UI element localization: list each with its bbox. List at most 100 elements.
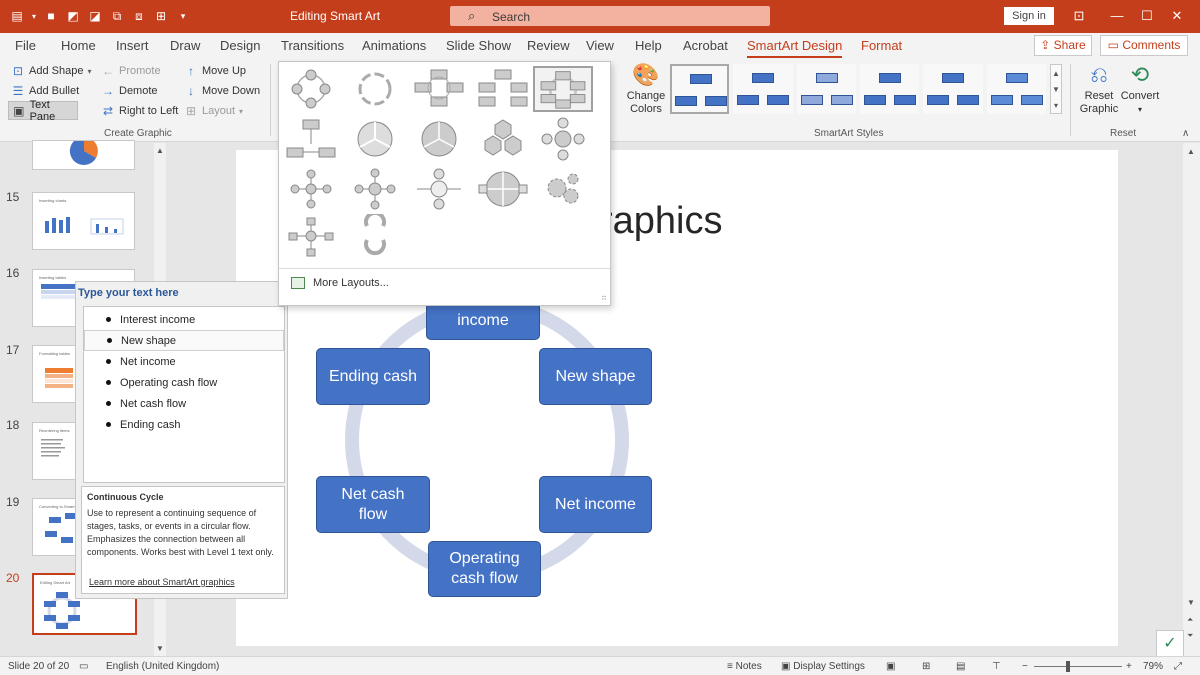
slide-title[interactable]: raphics bbox=[600, 200, 723, 242]
style-option[interactable] bbox=[923, 64, 983, 114]
smartart-node-top[interactable]: income bbox=[426, 302, 540, 340]
text-pane-list[interactable]: Interest income New shape Net income Ope… bbox=[83, 306, 285, 483]
text-pane-button[interactable]: ▣ Text Pane bbox=[8, 99, 78, 123]
chevron-up-icon[interactable]: ▲ bbox=[1052, 68, 1060, 78]
tab-view[interactable]: View bbox=[586, 38, 614, 53]
scroll-down-icon[interactable]: ▼ bbox=[156, 644, 164, 653]
tab-format[interactable]: Format bbox=[861, 38, 903, 53]
zoom-out-icon[interactable]: − bbox=[1022, 661, 1028, 672]
promote-button[interactable]: ← Promote bbox=[101, 64, 161, 78]
search-box[interactable]: ⌕ Search bbox=[450, 6, 770, 26]
style-option[interactable] bbox=[986, 64, 1046, 114]
text-pane-item[interactable]: Net income bbox=[84, 351, 284, 372]
tab-draw[interactable]: Draw bbox=[170, 38, 201, 53]
tab-insert[interactable]: Insert bbox=[116, 38, 149, 53]
smartart-node-operating-cash-flow[interactable]: Operating cash flow bbox=[428, 541, 541, 597]
change-colors-button[interactable]: 🎨 Change Colors bbox=[624, 62, 668, 116]
share-button[interactable]: ⇪ Share bbox=[1034, 35, 1092, 56]
zoom-slider-thumb[interactable] bbox=[1066, 661, 1070, 672]
customize-qat-icon[interactable]: ▾ bbox=[180, 10, 186, 21]
layout-option[interactable] bbox=[409, 166, 469, 212]
notes-button[interactable]: ≡ Notes bbox=[727, 661, 762, 672]
smartart-node-ending-cash[interactable]: Ending cash bbox=[316, 348, 430, 405]
layout-option[interactable] bbox=[281, 166, 341, 212]
right-to-left-button[interactable]: ⇄ Right to Left bbox=[101, 104, 178, 118]
smartart-node-net-cash-flow[interactable]: Net cash flow bbox=[316, 476, 430, 533]
zoom-in-icon[interactable]: + bbox=[1126, 661, 1132, 672]
layout-option[interactable] bbox=[281, 66, 341, 112]
ungroup-icon[interactable]: ⧈ bbox=[135, 8, 143, 23]
smartart-node-new-shape[interactable]: New shape bbox=[539, 348, 652, 405]
send-backward-icon[interactable]: ◪ bbox=[89, 9, 101, 23]
chevron-down-icon[interactable]: ▼ bbox=[1052, 84, 1060, 94]
tab-file[interactable]: File bbox=[15, 38, 36, 53]
text-pane-item[interactable]: Ending cash bbox=[84, 414, 284, 435]
layout-option[interactable] bbox=[281, 214, 341, 260]
shape-fill-icon[interactable]: ■ bbox=[47, 9, 55, 23]
layout-option[interactable] bbox=[533, 116, 593, 162]
text-pane-item-selected[interactable]: New shape bbox=[84, 330, 284, 351]
layout-option[interactable] bbox=[473, 116, 533, 162]
close-icon[interactable]: ✕ bbox=[1171, 8, 1183, 23]
slide-thumbnail[interactable] bbox=[32, 140, 135, 170]
chevron-down-icon[interactable]: ▾ bbox=[31, 11, 36, 21]
layout-option-selected[interactable] bbox=[533, 66, 593, 112]
checkmark-icon[interactable]: ✓ bbox=[1156, 630, 1184, 658]
slide-sorter-icon[interactable]: ⊞ bbox=[922, 661, 931, 672]
ribbon-display-icon[interactable]: ⊡ bbox=[1073, 8, 1085, 23]
add-bullet-button[interactable]: ☰ Add Bullet bbox=[11, 84, 80, 98]
tab-slide-show[interactable]: Slide Show bbox=[446, 38, 512, 53]
normal-view-icon[interactable]: ▣ bbox=[886, 661, 896, 672]
group-icon[interactable]: ⧉ bbox=[112, 8, 122, 23]
demote-button[interactable]: → Demote bbox=[101, 84, 158, 98]
accessibility-icon[interactable]: ▭ bbox=[79, 661, 89, 672]
smartart-node-net-income[interactable]: Net income bbox=[539, 476, 652, 533]
convert-button[interactable]: ⟲ Convert ▾ bbox=[1120, 62, 1160, 115]
tab-animations[interactable]: Animations bbox=[362, 38, 427, 53]
layout-option[interactable] bbox=[533, 166, 593, 212]
align-icon[interactable]: ⊞ bbox=[155, 9, 167, 23]
tab-design[interactable]: Design bbox=[220, 38, 261, 53]
comments-button[interactable]: ▭ Comments bbox=[1100, 35, 1188, 56]
slide-thumbnail[interactable]: Inserting charts bbox=[32, 192, 135, 250]
scroll-down-icon[interactable]: ▼ bbox=[1187, 598, 1195, 607]
collapse-ribbon-icon[interactable]: ∧ bbox=[1182, 128, 1190, 139]
maximize-icon[interactable]: ☐ bbox=[1141, 8, 1153, 23]
bring-forward-icon[interactable]: ◩ bbox=[67, 9, 79, 23]
previous-slide-icon[interactable]: ⏶ bbox=[1187, 615, 1194, 624]
sign-in-button[interactable]: Sign in bbox=[1004, 7, 1054, 25]
layout-option[interactable] bbox=[281, 116, 341, 162]
zoom-slider[interactable] bbox=[1034, 666, 1122, 667]
tab-acrobat[interactable]: Acrobat bbox=[683, 38, 728, 53]
layout-option[interactable] bbox=[473, 66, 533, 112]
move-up-button[interactable]: ↑ Move Up bbox=[184, 64, 246, 78]
tab-transitions[interactable]: Transitions bbox=[281, 38, 345, 53]
text-pane-item[interactable]: Net cash flow bbox=[84, 393, 284, 414]
layout-option[interactable] bbox=[409, 116, 469, 162]
reset-graphic-button[interactable]: ⎌ Reset Graphic bbox=[1077, 62, 1121, 116]
style-option[interactable] bbox=[860, 64, 920, 114]
layout-option[interactable] bbox=[345, 166, 405, 212]
display-settings-button[interactable]: ▣ Display Settings bbox=[781, 661, 865, 672]
fit-to-window-icon[interactable]: ⤢ bbox=[1174, 661, 1182, 672]
styles-gallery-scroll[interactable]: ▲ ▼ ▾ bbox=[1050, 64, 1062, 114]
style-option[interactable] bbox=[796, 64, 857, 114]
next-slide-icon[interactable]: ⏷ bbox=[1187, 631, 1194, 640]
scroll-up-icon[interactable]: ▲ bbox=[1187, 147, 1195, 156]
layout-option[interactable] bbox=[345, 116, 405, 162]
more-icon[interactable]: ▾ bbox=[1053, 100, 1058, 110]
learn-more-link[interactable]: Learn more about SmartArt graphics bbox=[89, 577, 235, 587]
layout-option[interactable] bbox=[345, 210, 405, 260]
text-pane-item[interactable]: Interest income bbox=[84, 309, 284, 330]
resize-grip-icon[interactable]: ⠶ bbox=[601, 293, 607, 302]
text-pane-item[interactable]: Operating cash flow bbox=[84, 372, 284, 393]
tab-help[interactable]: Help bbox=[635, 38, 662, 53]
layout-icon[interactable]: ▤ bbox=[11, 9, 23, 23]
add-shape-button[interactable]: ⊡ Add Shape ▾ bbox=[11, 64, 91, 78]
move-down-button[interactable]: ↓ Move Down bbox=[184, 84, 260, 98]
tab-home[interactable]: Home bbox=[61, 38, 96, 53]
tab-review[interactable]: Review bbox=[527, 38, 570, 53]
layout-option[interactable] bbox=[409, 66, 469, 112]
style-option[interactable] bbox=[733, 64, 793, 114]
zoom-level[interactable]: 79% bbox=[1143, 661, 1164, 672]
